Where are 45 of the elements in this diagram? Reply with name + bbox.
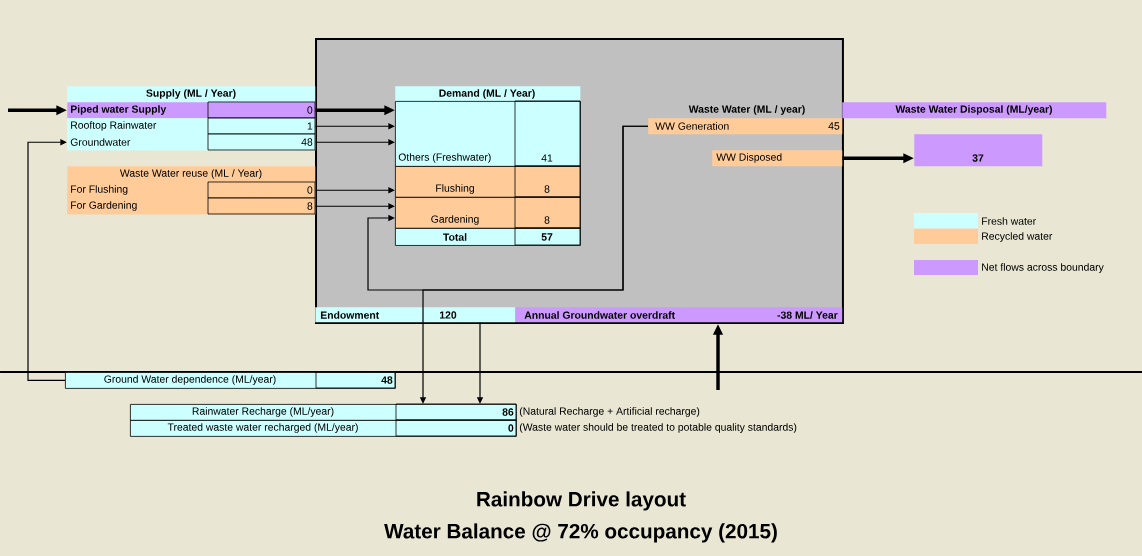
row-label: For Flushing xyxy=(71,185,128,195)
row-label: For Gardening xyxy=(71,201,137,211)
value-text: 120 xyxy=(440,311,457,319)
row-label: WW Disposed xyxy=(716,153,782,163)
row-label: Treated waste water recharged (ML/year) xyxy=(167,423,358,433)
legend-label: Fresh water xyxy=(982,217,1036,225)
arrow xyxy=(314,203,395,210)
value-cell: 8 xyxy=(514,165,581,198)
legend-label: Net flows across boundary xyxy=(982,263,1104,273)
value-cell: 86 xyxy=(395,403,517,421)
value-cell: 0 xyxy=(207,181,316,199)
value-cell: 48 xyxy=(207,133,316,151)
caption: Water Balance @ 72% occupancy (2015) xyxy=(384,523,777,543)
row-label: Total xyxy=(443,233,467,241)
value-box: 37 xyxy=(914,134,1043,167)
row-label: Flushing xyxy=(436,184,474,194)
row-label: Piped water Supply xyxy=(70,105,167,115)
row-label: Annual Groundwater overdraft xyxy=(524,311,675,319)
row-label: Groundwater xyxy=(70,138,131,146)
row-label: Ground Water dependence (ML/year) xyxy=(104,375,276,385)
value-cell: 48 xyxy=(315,371,396,389)
row-label: Gardening xyxy=(431,215,479,225)
arrow xyxy=(27,139,67,381)
row-label: Endowment xyxy=(320,311,380,319)
value-cell: 41 xyxy=(514,100,581,167)
table-header: Waste Water Disposal (ML/year) xyxy=(842,102,1107,119)
title: Rainbow Drive layout xyxy=(477,491,686,511)
arrow xyxy=(314,139,395,146)
legend-label: Recycled water xyxy=(982,232,1053,242)
row-label: Rainwater Recharge (ML/year) xyxy=(192,407,334,417)
note-text: (Waste water should be treated to potable quality standards) xyxy=(519,423,797,433)
value-text: -38 ML/ Year xyxy=(777,311,838,319)
arrow xyxy=(314,123,395,130)
row-label: Others (Freshwater) xyxy=(398,153,491,163)
row-label: Rooftop Rainwater xyxy=(71,121,157,131)
row-label: WW Generation xyxy=(655,122,729,130)
value-cell: 57 xyxy=(514,227,581,246)
arrow xyxy=(314,187,395,194)
value-text: 45 xyxy=(828,122,840,130)
value-cell: 8 xyxy=(207,197,316,215)
note-text: (Natural Recharge + Artificial recharge) xyxy=(519,407,700,417)
value-cell: 8 xyxy=(514,196,581,229)
value-cell: 0 xyxy=(207,101,316,119)
value-cell: 0 xyxy=(395,419,517,437)
value-cell: 1 xyxy=(207,117,316,135)
